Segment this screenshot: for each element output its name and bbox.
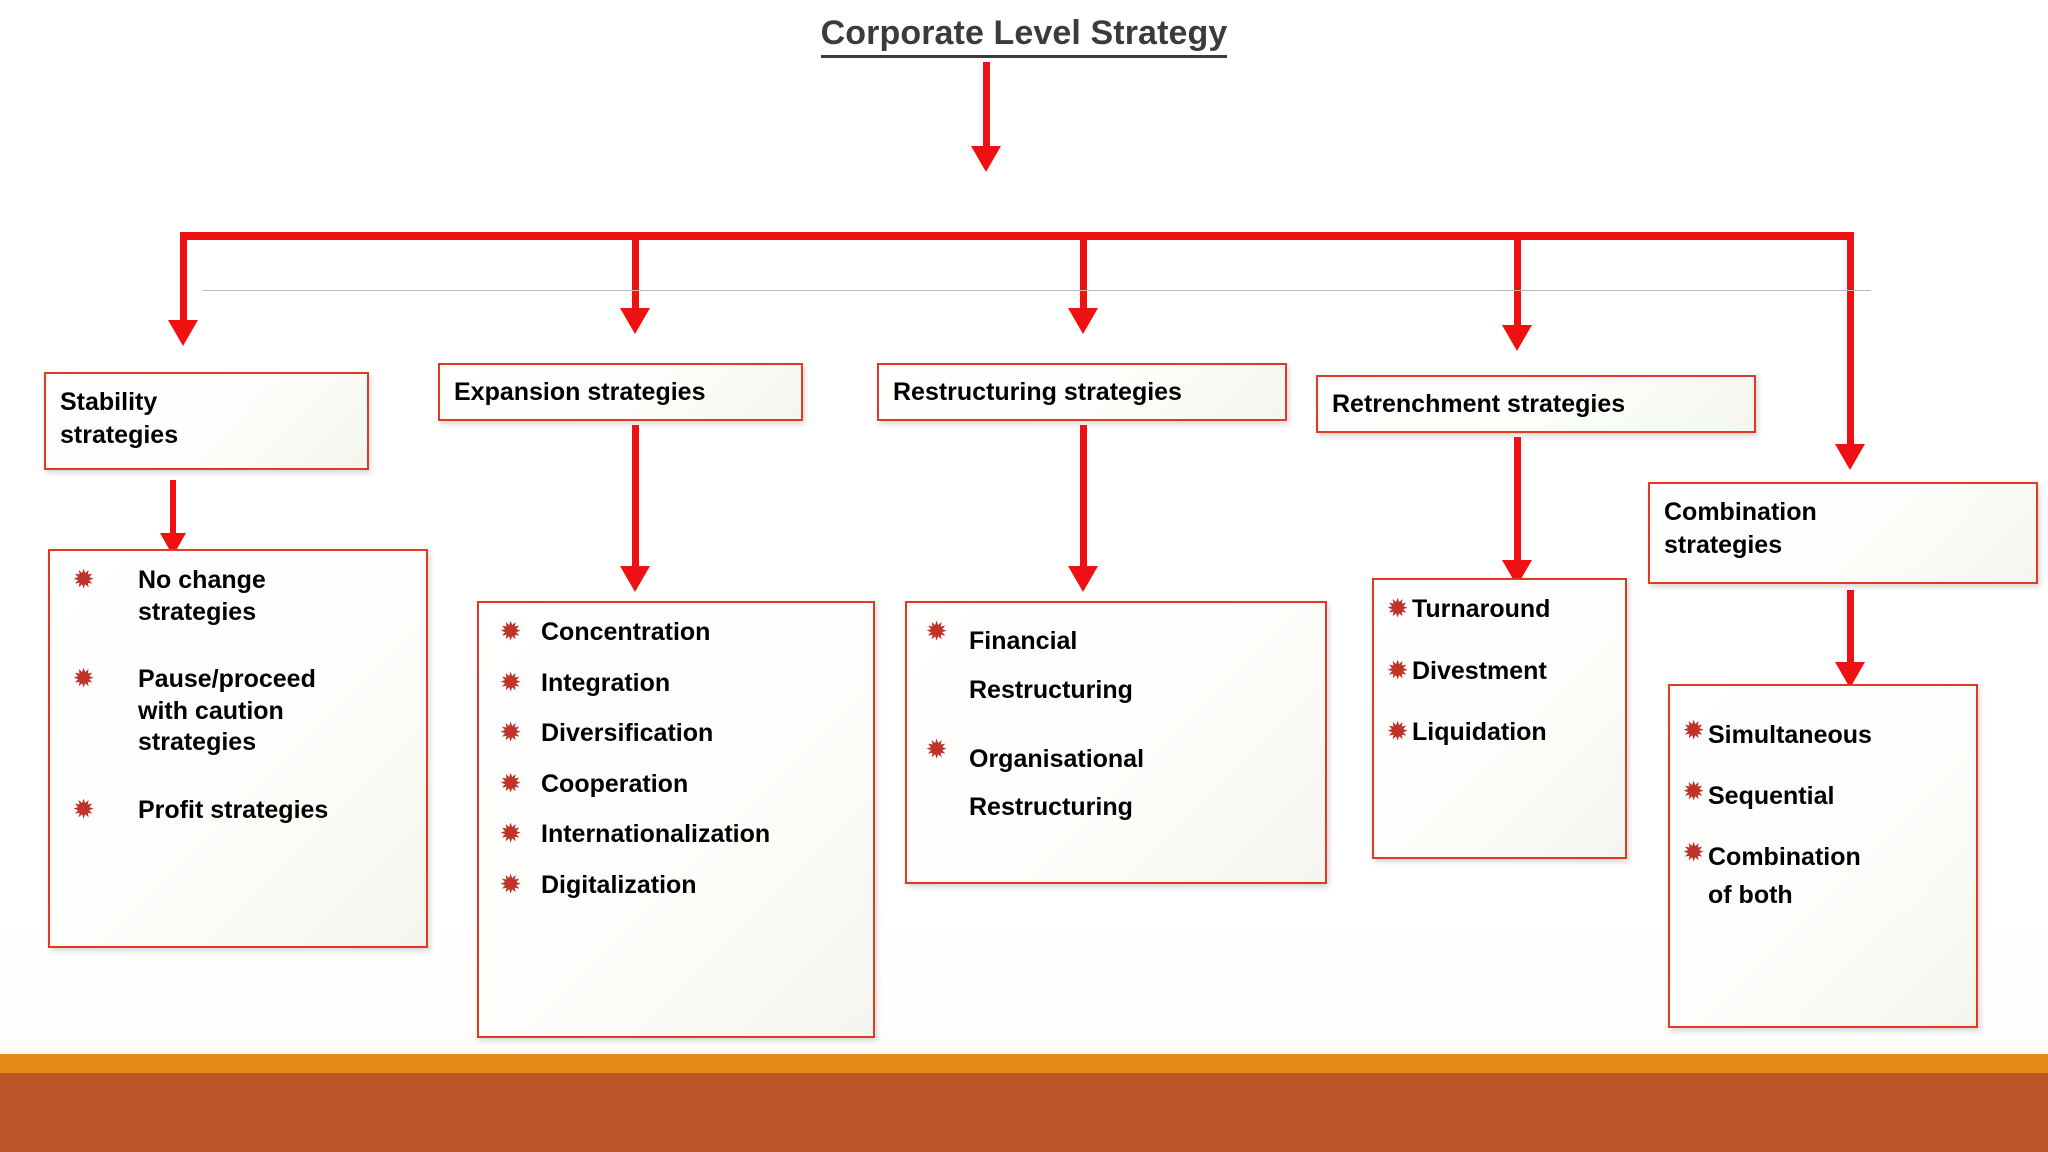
list-item: ✹ Pause/proceed with caution strategies xyxy=(62,664,416,759)
list-item-label: Pause/proceed with caution strategies xyxy=(138,665,316,756)
branch-list-restructuring[interactable]: ✹ Financial Restructuring ✹ Organisation… xyxy=(905,601,1327,884)
list-item: ✹ Combination of both xyxy=(1682,838,1966,916)
footer-bar-terracotta xyxy=(0,1073,2048,1152)
connector-combination-to-list-arrowhead xyxy=(1835,662,1865,688)
star-bullet-icon: ✹ xyxy=(74,665,94,691)
list-item: ✹ Cooperation xyxy=(491,769,863,801)
list-item-label: Divestment xyxy=(1412,656,1547,685)
branch-list-stability[interactable]: ✹ No change strategies ✹ Pause/proceed w… xyxy=(48,549,428,948)
list-item: ✹ Liquidation xyxy=(1386,717,1615,749)
connector-branch-stability xyxy=(180,232,187,327)
list-item-label: Turnaround xyxy=(1412,595,1551,623)
branch-list-expansion[interactable]: ✹ Concentration ✹ Integration ✹ Diversif… xyxy=(477,601,875,1038)
star-bullet-icon: ✹ xyxy=(501,870,521,897)
star-bullet-icon: ✹ xyxy=(1684,838,1704,865)
branch-heading-retrenchment-label: Retrenchment strategies xyxy=(1332,389,1626,418)
connector-branch-expansion-arrowhead xyxy=(620,308,650,334)
connector-combination-to-list xyxy=(1847,590,1854,670)
branch-heading-retrenchment[interactable]: Retrenchment strategies xyxy=(1316,375,1756,433)
connector-branch-expansion xyxy=(632,232,639,314)
footer-bar-orange xyxy=(0,1054,2048,1073)
list-item-label: Financial Restructuring xyxy=(969,627,1133,704)
connector-branch-stability-arrowhead xyxy=(168,320,198,346)
star-bullet-icon: ✹ xyxy=(1388,595,1408,621)
list-item: ✹ Financial Restructuring xyxy=(919,617,1315,715)
branch-list-combination[interactable]: ✹ Simultaneous ✹ Sequential ✹ Combinatio… xyxy=(1668,684,1978,1028)
connector-branch-retrenchment-arrowhead xyxy=(1502,325,1532,351)
list-item-label: Sequential xyxy=(1708,781,1835,810)
list-item-label: Combination of both xyxy=(1708,842,1861,910)
connector-expansion-to-list xyxy=(632,425,639,573)
branch-heading-expansion[interactable]: Expansion strategies xyxy=(438,363,803,421)
star-bullet-icon: ✹ xyxy=(1388,718,1408,744)
list-item-label: Concentration xyxy=(541,618,711,646)
list-item: ✹ No change strategies xyxy=(62,565,416,628)
star-bullet-icon: ✹ xyxy=(501,668,521,695)
star-bullet-icon: ✹ xyxy=(1684,777,1704,804)
decorative-grey-rule xyxy=(203,290,1871,291)
star-bullet-icon: ✹ xyxy=(1684,717,1704,743)
page-title-text: Corporate Level Strategy xyxy=(820,14,1228,58)
list-item-label: No change strategies xyxy=(138,566,266,626)
connector-branch-combination xyxy=(1847,232,1854,452)
star-bullet-icon: ✹ xyxy=(501,769,521,796)
star-bullet-icon: ✹ xyxy=(927,618,947,644)
list-item: ✹ Simultaneous xyxy=(1682,716,1966,755)
branch-heading-expansion-label: Expansion strategies xyxy=(454,377,706,406)
list-item: ✹ Turnaround xyxy=(1386,594,1615,626)
connector-retrenchment-to-list xyxy=(1514,437,1521,567)
list-item-label: Internationalization xyxy=(541,820,771,848)
list-item-label: Profit strategies xyxy=(138,795,329,824)
list-item-label: Cooperation xyxy=(541,769,689,798)
list-item: ✹ Diversification xyxy=(491,718,863,750)
connector-branch-restructuring xyxy=(1080,232,1087,314)
star-bullet-icon: ✹ xyxy=(74,566,94,592)
connector-restructuring-to-list xyxy=(1080,425,1087,573)
connector-bus-bar xyxy=(180,232,1854,240)
list-item: ✹ Organisational Restructuring xyxy=(919,735,1315,833)
connector-branch-retrenchment xyxy=(1514,232,1521,332)
connector-title-stem xyxy=(983,62,990,152)
star-bullet-icon: ✹ xyxy=(74,795,94,822)
connector-stability-to-list xyxy=(170,480,176,542)
connector-title-arrowhead xyxy=(971,146,1001,172)
connector-restructuring-to-list-arrowhead xyxy=(1068,566,1098,592)
list-item-label: Liquidation xyxy=(1412,718,1547,746)
branch-heading-restructuring[interactable]: Restructuring strategies xyxy=(877,363,1287,421)
list-item: ✹ Internationalization xyxy=(491,819,863,851)
list-item: ✹ Profit strategies xyxy=(62,795,416,827)
list-item-label: Simultaneous xyxy=(1708,721,1872,749)
branch-heading-combination-label: Combination strategies xyxy=(1664,498,1817,559)
branch-heading-stability[interactable]: Stability strategies xyxy=(44,372,369,470)
list-item-label: Digitalization xyxy=(541,870,697,899)
list-item-label: Organisational Restructuring xyxy=(969,744,1145,822)
connector-branch-combination-arrowhead xyxy=(1835,444,1865,470)
star-bullet-icon: ✹ xyxy=(501,820,521,846)
connector-branch-restructuring-arrowhead xyxy=(1068,308,1098,334)
list-item-label: Diversification xyxy=(541,719,714,747)
branch-list-retrenchment[interactable]: ✹ Turnaround ✹ Divestment ✹ Liquidation xyxy=(1372,578,1627,859)
list-item: ✹ Digitalization xyxy=(491,870,863,902)
branch-heading-restructuring-label: Restructuring strategies xyxy=(893,377,1182,406)
list-item: ✹ Divestment xyxy=(1386,656,1615,688)
list-item: ✹ Concentration xyxy=(491,617,863,649)
list-item-label: Integration xyxy=(541,668,671,697)
star-bullet-icon: ✹ xyxy=(501,719,521,745)
connector-expansion-to-list-arrowhead xyxy=(620,566,650,592)
page-title: Corporate Level Strategy xyxy=(0,14,2048,58)
branch-heading-stability-label: Stability strategies xyxy=(60,388,179,449)
star-bullet-icon: ✹ xyxy=(501,618,521,644)
star-bullet-icon: ✹ xyxy=(927,735,947,762)
list-item: ✹ Sequential xyxy=(1682,777,1966,816)
star-bullet-icon: ✹ xyxy=(1388,656,1408,683)
list-item: ✹ Integration xyxy=(491,668,863,700)
branch-heading-combination[interactable]: Combination strategies xyxy=(1648,482,2038,584)
